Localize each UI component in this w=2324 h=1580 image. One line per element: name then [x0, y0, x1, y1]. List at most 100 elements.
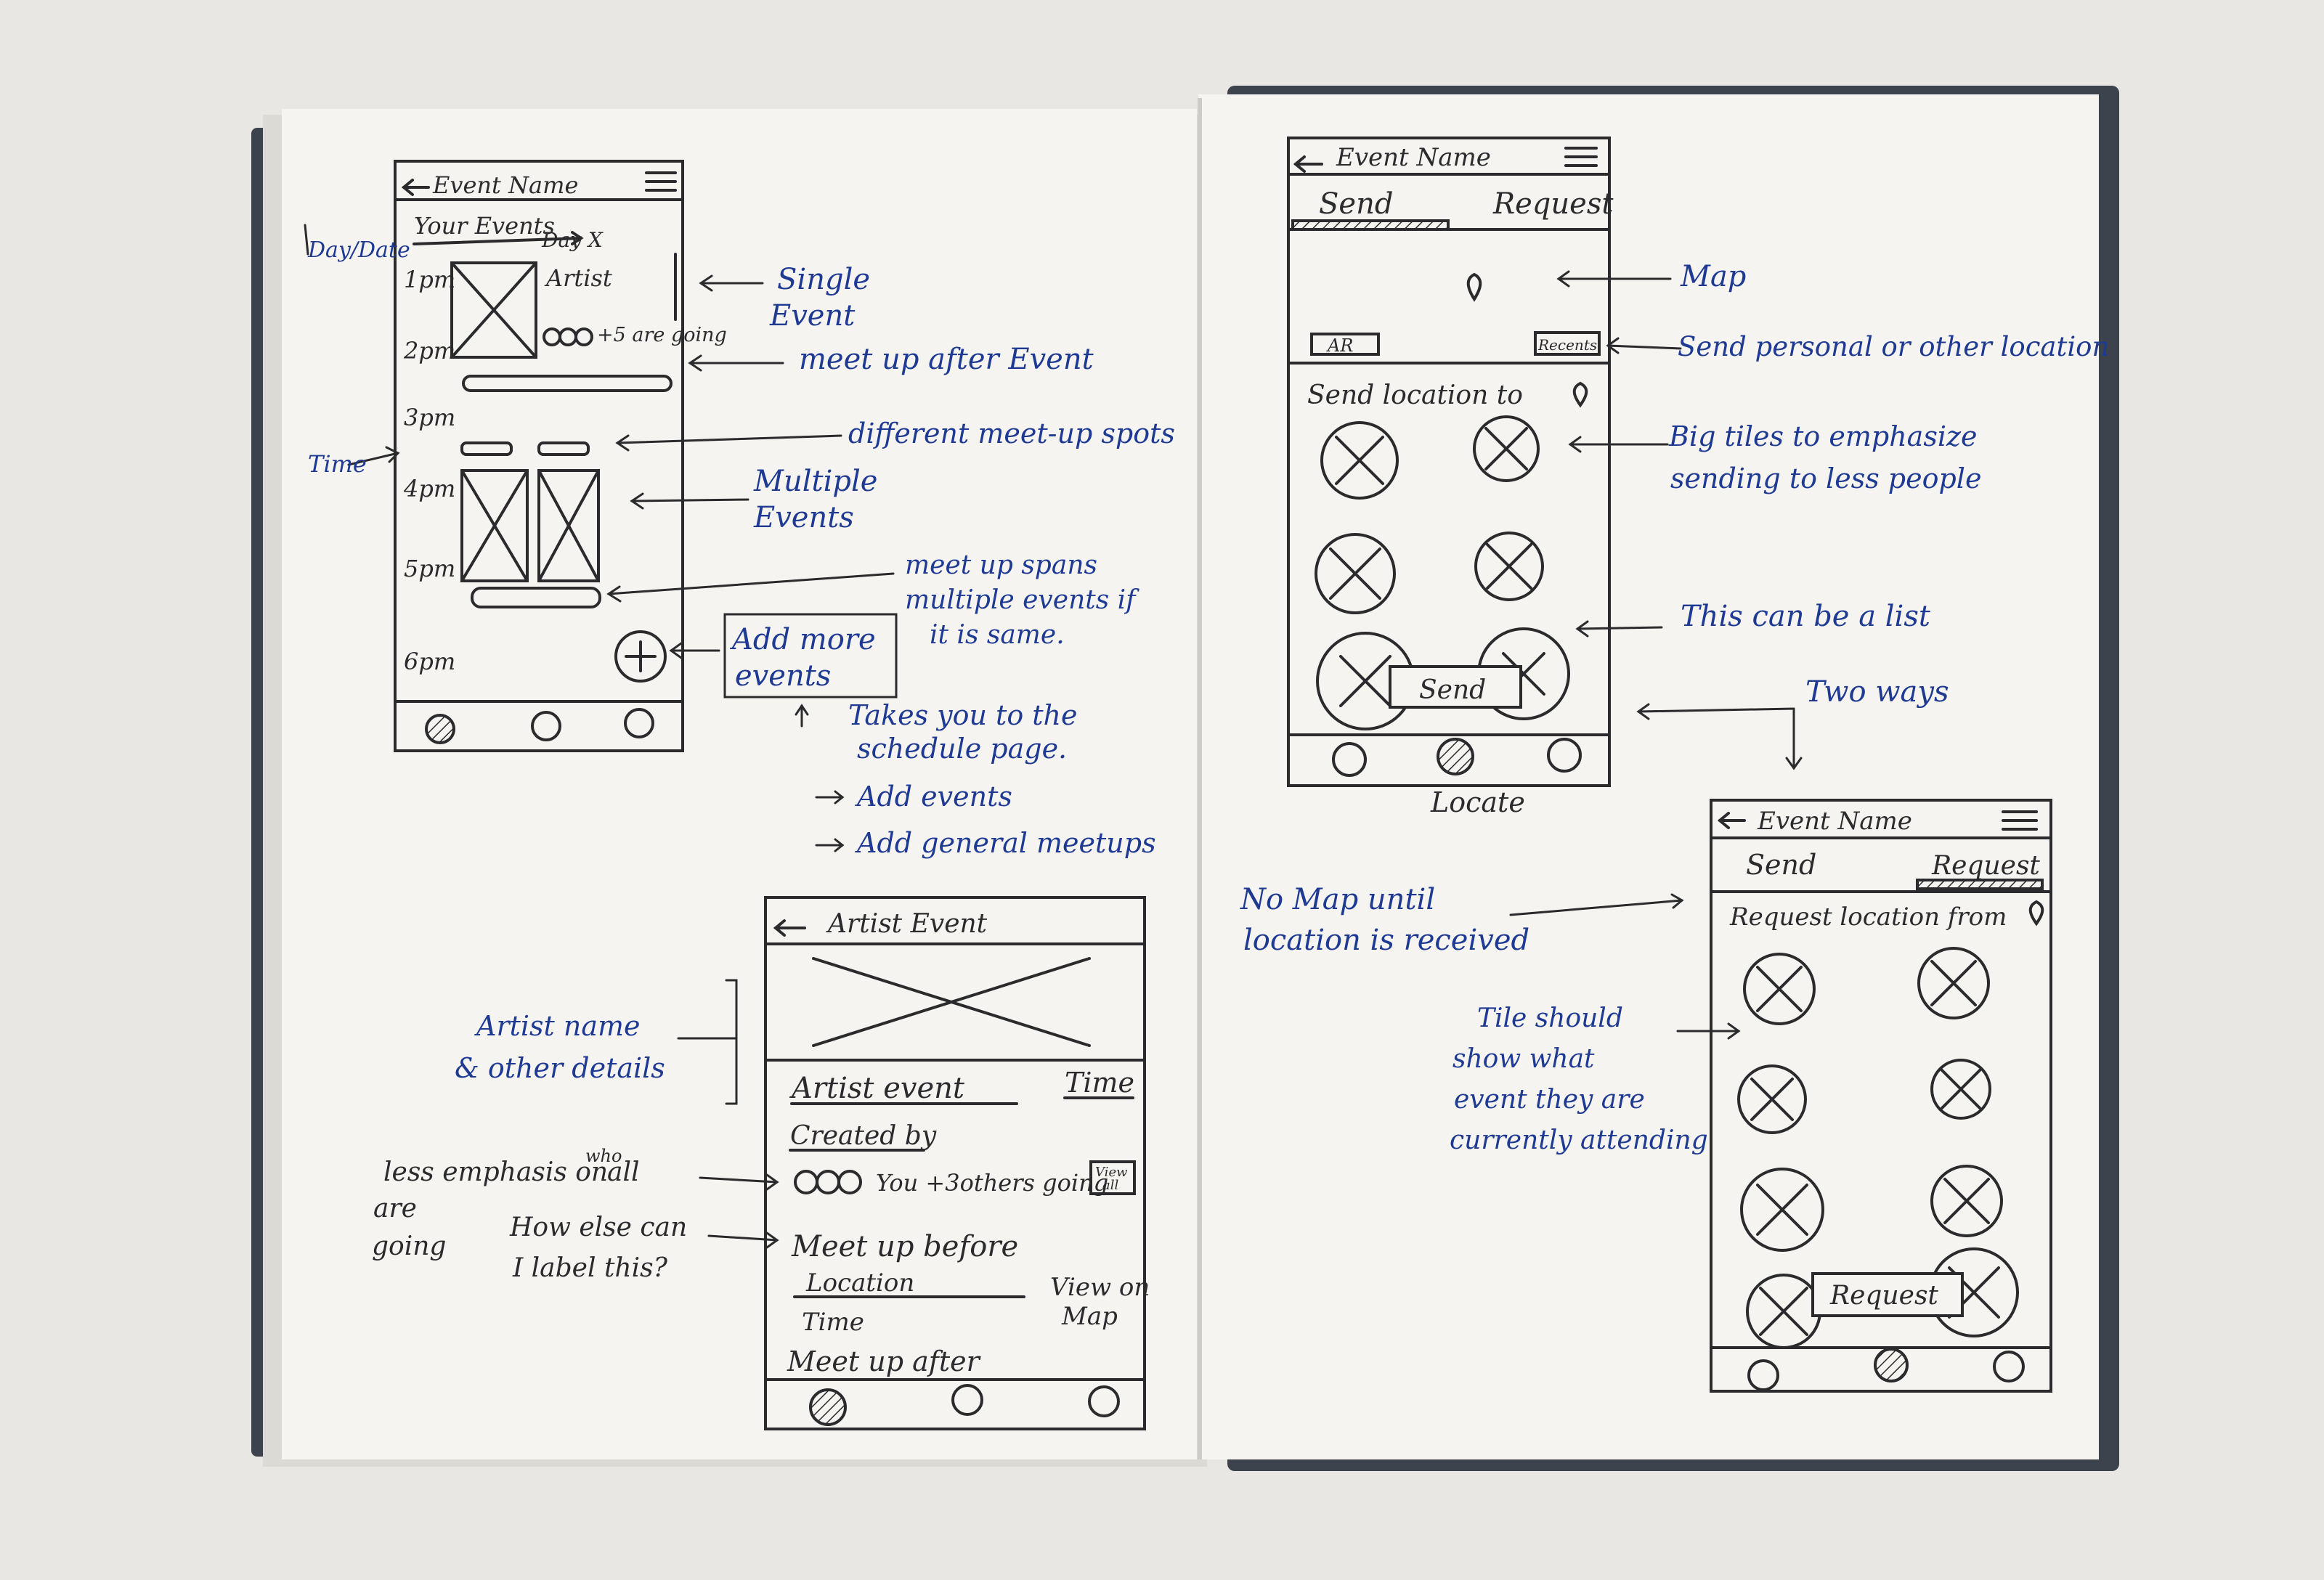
- note-send-personal: Send personal or other location: [1678, 331, 2109, 362]
- attendee-avatars: [794, 1170, 862, 1194]
- time-4pm: 4pm: [403, 475, 455, 502]
- note-tile-should-2: show what: [1452, 1044, 1595, 1074]
- note-going: going: [372, 1231, 446, 1261]
- nav-dot-icon: [951, 1384, 983, 1416]
- note-meetup-after: meet up after Event: [799, 343, 1094, 376]
- send-annotations: Map Send personal or other location Big …: [1668, 260, 2109, 709]
- note-tile-should-3: event they are: [1454, 1085, 1645, 1115]
- schedule-annotation-lines: [304, 224, 898, 852]
- note-locate: Locate: [1430, 786, 1525, 818]
- location-label: Location: [805, 1269, 914, 1298]
- note-takes-you-2: schedule page.: [857, 733, 1067, 765]
- note-day-date: Day/Date: [307, 237, 410, 263]
- request-button-label: Request: [1829, 1281, 1938, 1311]
- time-label: Time: [802, 1308, 864, 1337]
- back-arrow-icon: [1717, 812, 1746, 829]
- hamburger-menu-icon: [645, 171, 677, 192]
- time-5pm: 5pm: [404, 555, 455, 582]
- contact-tile: [1737, 1064, 1807, 1134]
- recents-label: Recents: [1537, 336, 1597, 354]
- going-label: +5 are going: [597, 324, 727, 346]
- send-button: [1389, 665, 1522, 709]
- note-big-tiles-1: Big tiles to emphasize: [1668, 420, 1978, 452]
- nav-dot-icon: [1874, 1348, 1909, 1382]
- add-more-events-box: [723, 613, 898, 699]
- request-location-from: Request location from: [1729, 903, 2007, 932]
- add-button-plus-icon: [614, 630, 667, 683]
- created-by: Created by: [790, 1121, 937, 1151]
- note-add-events: Add events: [855, 781, 1012, 813]
- note-big-tiles-2: sending to less people: [1670, 463, 1981, 494]
- artist-event-title: Artist Event: [826, 909, 988, 939]
- time-2pm: 2pm: [403, 337, 455, 365]
- time-3pm: 3pm: [404, 404, 455, 431]
- request-tab: Request: [1492, 187, 1614, 221]
- location-pin-icon: [1572, 381, 1588, 408]
- nav-dot-icon: [1332, 742, 1367, 777]
- schedule-title: Event Name: [432, 171, 578, 199]
- note-artist-name-1: Artist name: [474, 1010, 641, 1042]
- note-all: all: [607, 1157, 640, 1187]
- time-1pm: 1pm: [404, 266, 455, 293]
- send-tab-indicator: [1291, 219, 1450, 231]
- nav-dot-icon: [425, 714, 455, 744]
- note-meetup-spots: different meet-up spots: [848, 418, 1175, 449]
- request-send-tab: Send: [1746, 849, 1816, 881]
- note-artist-name-2: & other details: [455, 1052, 665, 1084]
- multiple-event-thumbnails: [460, 469, 600, 582]
- note-who: who: [585, 1146, 622, 1166]
- note-single-event-1: Single: [777, 263, 870, 296]
- contact-tile: [1743, 953, 1816, 1025]
- artist-image-placeholder: [812, 957, 1091, 1047]
- left-page: [282, 109, 1197, 1459]
- schedule-annotations: Day/Date Time Single Event meet up after…: [307, 237, 1175, 859]
- send-tab: Send: [1319, 187, 1393, 221]
- contact-tile: [1315, 533, 1396, 614]
- note-time: Time: [308, 450, 367, 478]
- artist-event-name: Artist event: [789, 1072, 965, 1105]
- note-meetup-spans-2: multiple events if: [905, 585, 1139, 615]
- artist-event-time: Time: [1065, 1067, 1134, 1099]
- note-multiple-events-1: Multiple: [753, 465, 877, 498]
- send-button-label: Send: [1419, 675, 1486, 705]
- nav-dot-icon: [531, 711, 561, 741]
- hamburger-menu-icon: [2002, 810, 2038, 831]
- contact-tile: [1930, 1059, 1991, 1120]
- note-multiple-events-2: Events: [753, 501, 854, 534]
- schedule-wireframe-text: Event Name Your Events Day X 1pm 2pm 3pm…: [403, 171, 727, 675]
- single-event-thumbnail: [450, 261, 537, 359]
- request-wireframe: [1710, 799, 2052, 1393]
- contact-tile: [1917, 947, 1990, 1019]
- artist-pencil-annotations: less emphasis on all who are going How e…: [372, 1146, 687, 1283]
- request-tab-indicator: [1916, 879, 2044, 890]
- send-title: Event Name: [1336, 143, 1491, 172]
- note-tile-should-4: currently attending: [1450, 1125, 1708, 1155]
- note-two-ways: Two ways: [1805, 675, 1949, 709]
- map-pin-icon: [1466, 272, 1482, 302]
- going-text: You +3others going: [876, 1169, 1108, 1197]
- meet-up-after: Meet up after: [787, 1345, 982, 1377]
- request-request-tab: Request: [1931, 851, 2040, 881]
- note-single-event-2: Event: [769, 299, 856, 333]
- back-arrow-icon: [1293, 155, 1323, 173]
- note-no-map-1: No Map until: [1240, 883, 1435, 916]
- contact-tile: [1320, 421, 1399, 500]
- contact-tile: [1473, 415, 1540, 482]
- view-on-map-1: View on: [1050, 1273, 1150, 1302]
- nav-dot-icon: [1993, 1351, 2025, 1382]
- note-less-emphasis: less emphasis on: [383, 1157, 608, 1187]
- view-all-2: all: [1102, 1178, 1118, 1193]
- note-takes-you-1: Takes you to the: [848, 699, 1078, 731]
- view-all-1: View: [1095, 1165, 1128, 1180]
- contact-tile: [1474, 532, 1544, 601]
- right-page: [1198, 94, 2099, 1459]
- request-button: [1811, 1272, 1964, 1317]
- send-wireframe-text: Event Name Send Request AR Recents Send …: [1307, 143, 1614, 705]
- view-on-map-2: Map: [1061, 1302, 1118, 1331]
- note-meetup-spans-1: meet up spans: [905, 550, 1097, 580]
- contact-tile: [1740, 1168, 1824, 1252]
- send-location-to: Send location to: [1307, 380, 1523, 410]
- ar-label: AR: [1326, 335, 1353, 356]
- attendee-avatars: [543, 327, 593, 346]
- note-tile-should-1: Tile should: [1477, 1003, 1623, 1033]
